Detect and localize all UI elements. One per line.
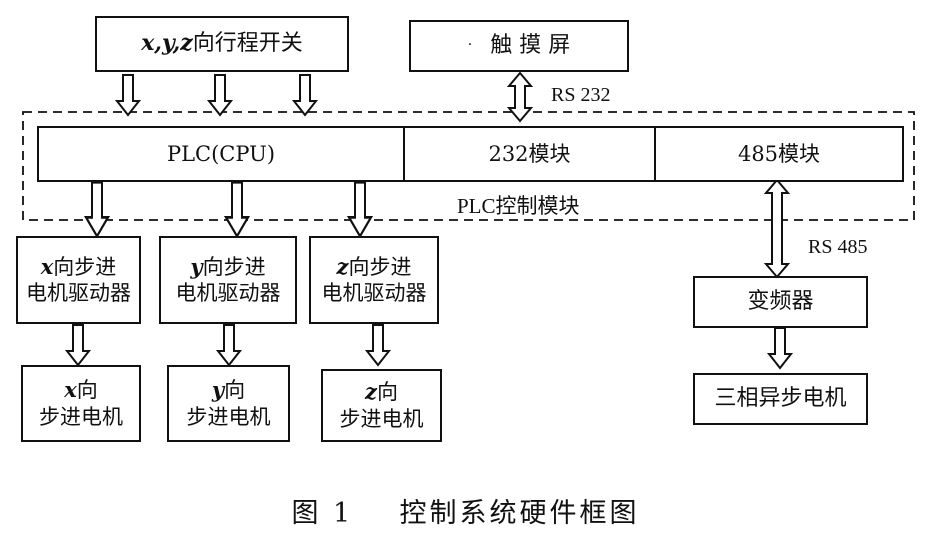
arrow-driver-motor-z (366, 324, 390, 366)
motor-box-x: x向 步进电机 (21, 365, 141, 442)
limit-switch-label: 向行程开关 (192, 31, 303, 57)
driver-axis-z: z (336, 253, 349, 279)
plc-control-module-label: PLC控制模块 (457, 194, 580, 218)
motor-line2-z: 步进电机 (339, 406, 424, 431)
motor-line2-x: 步进电机 (39, 404, 123, 429)
arrow-cpu-driver-x (84, 180, 110, 238)
arrow-inverter-motor (768, 327, 792, 369)
driver-line1-x: 向步进 (53, 254, 117, 279)
arrow-485-inverter (763, 178, 791, 279)
touch-screen-label: 触 摸 屏 (490, 33, 571, 59)
arrow-driver-motor-y (217, 324, 241, 366)
rs232-label: RS 232 (551, 84, 611, 106)
plc-module-row: PLC(CPU) 232模块 485模块 (37, 126, 904, 182)
arrow-touch-232 (508, 72, 532, 122)
figure-caption: 图 1 控制系统硬件框图 (291, 498, 640, 529)
touch-screen-box: · 触 摸 屏 (409, 20, 629, 72)
rs485-label: RS 485 (808, 236, 868, 258)
driver-line2-x: 电机驱动器 (26, 281, 131, 305)
plc-cpu-cell: PLC(CPU) (166, 141, 276, 166)
plc-control-group-border (22, 111, 915, 221)
driver-box-y: y向步进 电机驱动器 (159, 236, 297, 324)
motor-line1-z: 向 (376, 380, 398, 405)
driver-axis-x: x (40, 253, 54, 279)
module-485-cell: 485模块 (654, 128, 902, 180)
motor-axis-y: y (211, 377, 225, 403)
motor-line1-x: 向 (76, 378, 98, 403)
motor-axis-z: z (365, 379, 377, 405)
driver-line1-y: 向步进 (202, 254, 266, 279)
driver-axis-y: y (190, 253, 203, 279)
motor-line1-y: 向 (224, 378, 246, 403)
inverter-box: 变频器 (693, 276, 868, 328)
arrow-limit-to-cpu-1 (116, 74, 140, 116)
arrow-limit-to-cpu-2 (208, 74, 232, 116)
async-motor-box: 三相异步电机 (693, 373, 868, 425)
arrow-cpu-driver-y (224, 180, 250, 238)
motor-box-y: y向 步进电机 (167, 365, 290, 442)
touch-screen-dot: · (467, 37, 473, 54)
driver-box-x: x向步进 电机驱动器 (16, 236, 141, 324)
limit-switch-box: x,y,z向行程开关 (95, 16, 349, 72)
driver-box-z: z向步进 电机驱动器 (309, 236, 439, 324)
module-232-cell: 232模块 (403, 128, 654, 180)
motor-axis-x: x (64, 377, 77, 403)
motor-line2-y: 步进电机 (186, 404, 271, 429)
arrow-driver-motor-x (66, 324, 90, 366)
driver-line2-y: 电机驱动器 (175, 281, 281, 305)
driver-line1-z: 向步进 (348, 254, 412, 279)
arrow-limit-to-cpu-3 (293, 74, 317, 116)
limit-switch-axes: x,y,z (141, 30, 193, 57)
arrow-cpu-driver-z (347, 180, 373, 238)
driver-line2-z: 电机驱动器 (321, 281, 427, 305)
motor-box-z: z向 步进电机 (321, 369, 442, 442)
